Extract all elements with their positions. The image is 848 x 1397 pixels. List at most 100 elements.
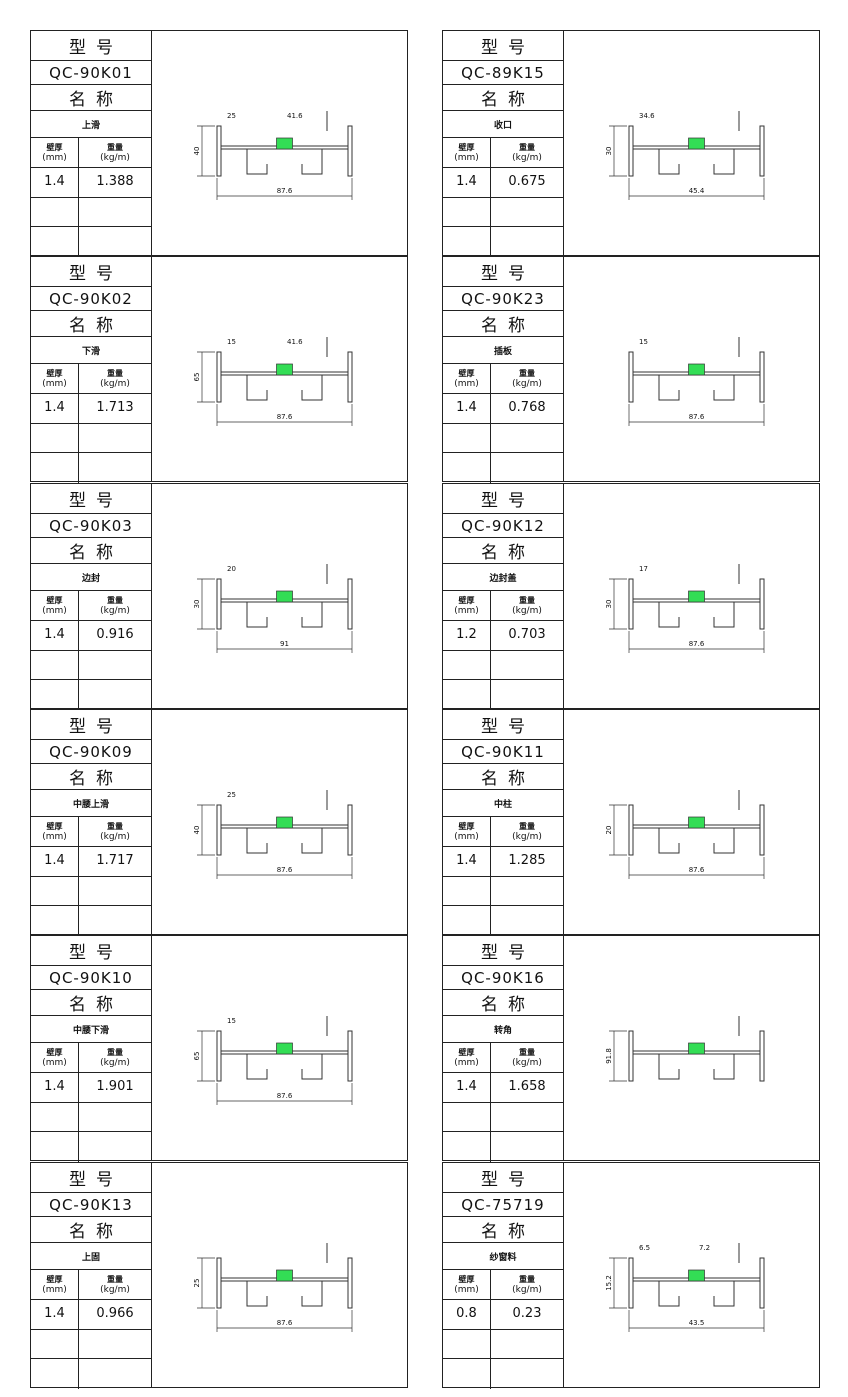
- width-dimension-label: 87.6: [689, 413, 705, 421]
- model-heading: 型号: [31, 710, 151, 740]
- height-dimension-line: [609, 1030, 627, 1082]
- width-dimension-line: [628, 1310, 765, 1332]
- name-heading: 名称: [443, 85, 563, 111]
- profile-card: 型号 QC-90K02 名称 下滑 壁厚(mm) 重量(kg/m) 1.4 1.…: [30, 256, 408, 483]
- weight-value: 0.703: [508, 627, 546, 642]
- spec-value-row: 1.4 1.388: [31, 168, 151, 198]
- model-heading: 型号: [31, 936, 151, 966]
- thickness-value: 1.4: [31, 168, 79, 197]
- weight-label: 重量: [107, 822, 123, 831]
- gasket-strip: [688, 363, 705, 376]
- gasket-strip: [276, 590, 293, 603]
- thickness-value: 1.4: [443, 1073, 491, 1102]
- thickness-unit: (mm): [454, 832, 479, 842]
- model-number: QC-89K15: [443, 61, 563, 85]
- profile-card: 型号 QC-90K10 名称 中腰下滑 壁厚(mm) 重量(kg/m) 1.4 …: [30, 935, 408, 1162]
- spec-header-row: 壁厚(mm) 重量(kg/m): [31, 817, 151, 847]
- thickness-unit: (mm): [42, 606, 67, 616]
- profile-name: 边封: [31, 564, 151, 591]
- height-dimension-line: [197, 578, 215, 630]
- model-number: QC-75719: [443, 1193, 563, 1217]
- height-dimension-label: 30: [605, 147, 613, 156]
- spec-value-row: 1.4 1.658: [443, 1073, 563, 1103]
- height-dimension-line: [197, 351, 215, 403]
- thickness-value: 1.4: [443, 847, 491, 876]
- extra-dimension-label: 41.6: [287, 112, 303, 120]
- width-dimension-label: 45.4: [689, 187, 705, 195]
- model-heading: 型号: [31, 1163, 151, 1193]
- empty-row: [31, 1359, 151, 1389]
- model-heading: 型号: [443, 710, 563, 740]
- profile-spec-table: 型号 QC-90K23 名称 插板 壁厚(mm) 重量(kg/m) 1.4 0.…: [443, 257, 564, 483]
- profile-card: 型号 QC-90K01 名称 上滑 壁厚(mm) 重量(kg/m) 1.4 1.…: [30, 30, 408, 257]
- model-number: QC-90K10: [31, 966, 151, 990]
- extra-dimension-label: 6.5: [639, 1244, 650, 1252]
- weight-value: 1.713: [96, 400, 134, 415]
- profile-spec-table: 型号 QC-75719 名称 纱窗料 壁厚(mm) 重量(kg/m) 0.8 0…: [443, 1163, 564, 1389]
- weight-label: 重量: [107, 596, 123, 605]
- name-heading: 名称: [31, 538, 151, 564]
- gasket-strip: [688, 1269, 705, 1282]
- weight-unit: (kg/m): [512, 832, 542, 842]
- empty-row: [31, 198, 151, 227]
- empty-row: [31, 651, 151, 680]
- thickness-unit: (mm): [454, 1285, 479, 1295]
- thickness-unit: (mm): [42, 1058, 67, 1068]
- profile-spec-table: 型号 QC-90K03 名称 边封 壁厚(mm) 重量(kg/m) 1.4 0.…: [31, 484, 152, 710]
- model-heading: 型号: [31, 484, 151, 514]
- width-dimension-label: 87.6: [277, 1092, 293, 1100]
- height-dimension-label: 25: [193, 1279, 201, 1288]
- profile-name: 转角: [443, 1016, 563, 1043]
- thickness-label: 壁厚: [46, 822, 63, 831]
- profile-spec-table: 型号 QC-90K12 名称 边封盖 壁厚(mm) 重量(kg/m) 1.2 0…: [443, 484, 564, 710]
- width-dimension-line: [628, 631, 765, 653]
- spec-header-row: 壁厚(mm) 重量(kg/m): [31, 364, 151, 394]
- name-heading: 名称: [443, 1217, 563, 1243]
- spec-value-row: 1.4 0.675: [443, 168, 563, 198]
- profile-spec-table: 型号 QC-90K16 名称 转角 壁厚(mm) 重量(kg/m) 1.4 1.…: [443, 936, 564, 1162]
- thickness-value: 0.8: [443, 1300, 491, 1329]
- profile-name: 边封盖: [443, 564, 563, 591]
- name-heading: 名称: [443, 990, 563, 1016]
- model-heading: 型号: [31, 31, 151, 61]
- width-dimension-line: [216, 1310, 353, 1332]
- profile-card: 型号 QC-90K03 名称 边封 壁厚(mm) 重量(kg/m) 1.4 0.…: [30, 483, 408, 710]
- thickness-label: 壁厚: [46, 143, 63, 152]
- empty-row: [31, 680, 151, 710]
- model-number: QC-90K23: [443, 287, 563, 311]
- profile-name: 中腰上滑: [31, 790, 151, 817]
- extra-dimension-label: 15: [639, 338, 648, 346]
- weight-label: 重量: [519, 1048, 535, 1057]
- thickness-value: 1.4: [443, 168, 491, 197]
- thickness-unit: (mm): [454, 379, 479, 389]
- spec-value-row: 1.4 0.966: [31, 1300, 151, 1330]
- weight-unit: (kg/m): [100, 832, 130, 842]
- name-heading: 名称: [31, 1217, 151, 1243]
- width-dimension-line: [216, 404, 353, 426]
- model-heading: 型号: [443, 484, 563, 514]
- height-dimension-line: [197, 1257, 215, 1309]
- weight-value: 1.901: [96, 1079, 134, 1094]
- model-heading: 型号: [443, 1163, 563, 1193]
- model-number: QC-90K09: [31, 740, 151, 764]
- thickness-unit: (mm): [42, 153, 67, 163]
- thickness-label: 壁厚: [458, 822, 475, 831]
- profile-card: 型号 QC-75719 名称 纱窗料 壁厚(mm) 重量(kg/m) 0.8 0…: [442, 1162, 820, 1389]
- height-dimension-label: 40: [193, 826, 201, 835]
- empty-row: [31, 453, 151, 483]
- empty-row: [443, 906, 563, 936]
- empty-row: [443, 877, 563, 906]
- spec-header-row: 壁厚(mm) 重量(kg/m): [443, 364, 563, 394]
- thickness-label: 壁厚: [458, 1275, 475, 1284]
- height-dimension-label: 65: [193, 1052, 201, 1061]
- width-dimension-line: [628, 178, 765, 200]
- weight-value: 0.966: [96, 1306, 134, 1321]
- empty-row: [443, 1330, 563, 1359]
- profile-spec-table: 型号 QC-90K09 名称 中腰上滑 壁厚(mm) 重量(kg/m) 1.4 …: [31, 710, 152, 936]
- height-dimension-label: 20: [605, 826, 613, 835]
- thickness-label: 壁厚: [458, 1048, 475, 1057]
- width-dimension-line: [216, 178, 353, 200]
